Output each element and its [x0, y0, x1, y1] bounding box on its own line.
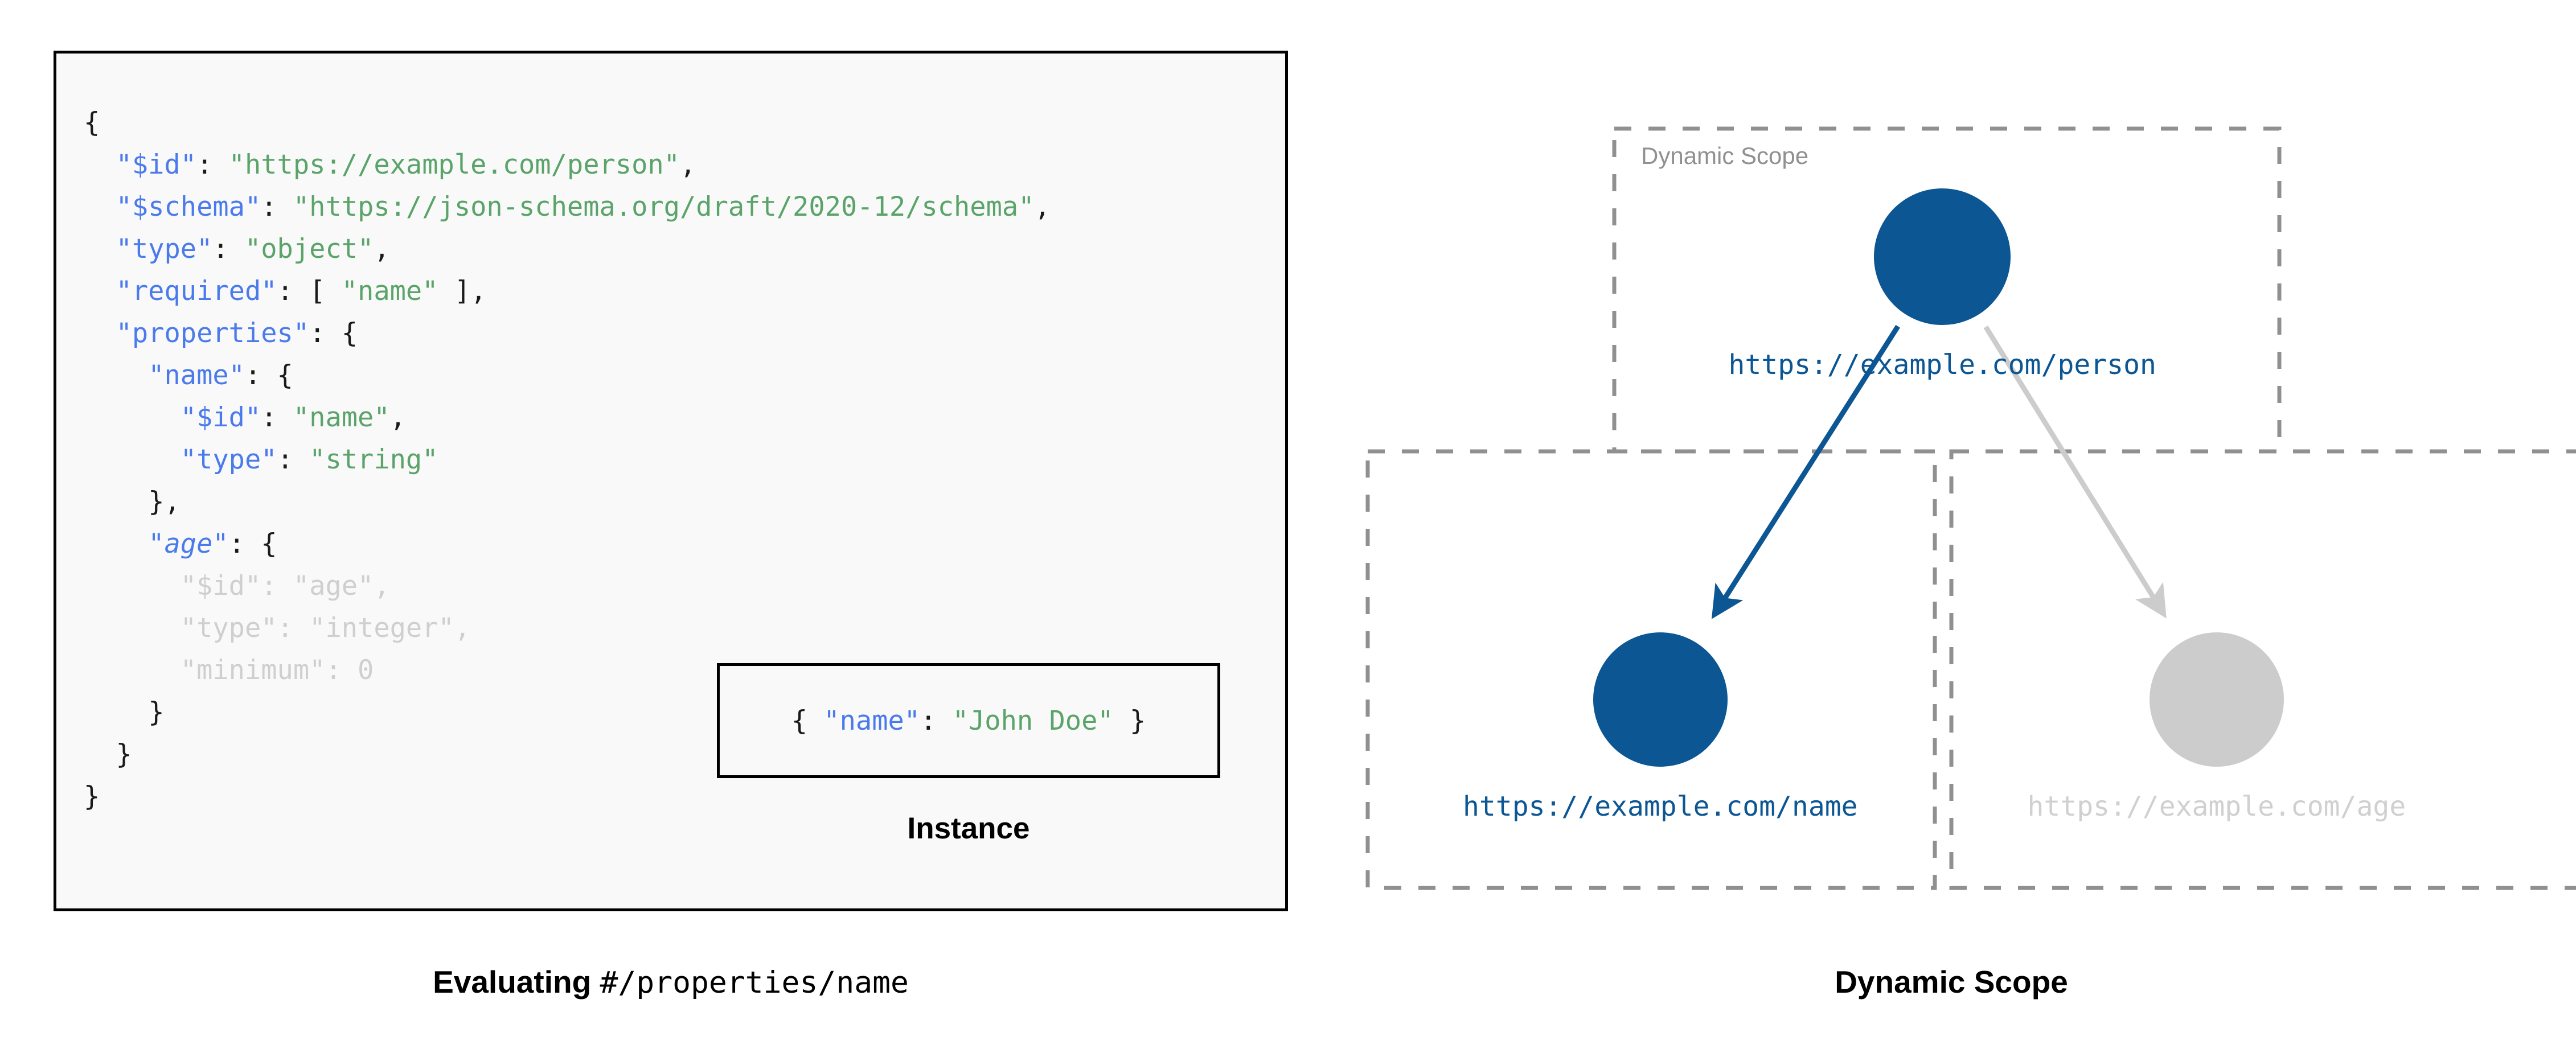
code-line: "required": [ "name" ],	[84, 275, 487, 307]
code-line: }	[84, 697, 164, 728]
code-token: "age"	[148, 528, 229, 560]
code-token: "properties"	[116, 318, 310, 349]
schema-code-block: { "$id": "https://example.com/person", "…	[84, 102, 1051, 818]
code-token: ],	[438, 275, 487, 307]
edge-group	[1711, 324, 2167, 619]
code-line: {	[84, 107, 100, 138]
code-line: "$id": "https://example.com/person",	[84, 149, 696, 180]
code-token: : {	[244, 360, 293, 391]
scope-box-top	[1612, 126, 2282, 454]
node-circle-name	[1593, 632, 1728, 767]
code-token: "name"	[823, 705, 921, 737]
dynamic-scope-diagram: Dynamic Scope https://example.com/person…	[1327, 34, 2576, 968]
code-token: :	[277, 612, 310, 644]
instance-box: { "name": "John Doe" }	[717, 663, 1220, 778]
code-token: "https://json-schema.org/draft/2020-12/s…	[293, 191, 1035, 223]
code-token: :	[277, 444, 310, 475]
code-line: "$schema": "https://json-schema.org/draf…	[84, 191, 1051, 223]
code-token: "name"	[293, 402, 390, 433]
code-token: "minimum"	[180, 655, 326, 686]
node-group	[1593, 188, 2284, 767]
diagram-svg	[1365, 126, 2576, 890]
code-token: "$id"	[180, 570, 261, 602]
edge-person-to-age	[1983, 325, 2167, 619]
scope-box-label: Dynamic Scope	[1641, 142, 1809, 169]
left-caption: Evaluating #/properties/name	[54, 964, 1288, 1000]
left-caption-bold: Evaluating	[433, 964, 600, 999]
code-token: :	[325, 655, 358, 686]
code-token: :	[212, 233, 245, 265]
code-token: : [	[277, 275, 342, 307]
code-line: "age": {	[84, 528, 277, 560]
code-token: ,	[454, 612, 471, 644]
code-token: "type"	[180, 444, 277, 475]
code-token: }	[84, 781, 100, 812]
code-token: },	[148, 486, 181, 517]
code-token: "$id"	[180, 402, 261, 433]
code-token: }	[1113, 705, 1146, 737]
instance-code: { "name": "John Doe" }	[791, 705, 1146, 737]
left-caption-pointer: #/properties/name	[600, 965, 909, 1000]
code-line: }	[84, 781, 100, 812]
node-circle-age	[2150, 632, 2284, 767]
code-token: : {	[228, 528, 277, 560]
right-caption: Dynamic Scope	[1835, 964, 2068, 999]
code-line: "$id": "age",	[84, 570, 390, 602]
code-token: "age"	[293, 570, 374, 602]
code-line: },	[84, 486, 181, 517]
code-token: "John Doe"	[952, 705, 1114, 737]
code-token: ,	[389, 402, 406, 433]
code-token: "string"	[309, 444, 438, 475]
code-line: "type": "integer",	[84, 612, 470, 644]
code-token: :	[261, 570, 293, 602]
code-token: ,	[679, 149, 696, 180]
code-token: "required"	[116, 275, 277, 307]
code-token: "$schema"	[116, 191, 261, 223]
node-label-person: https://example.com/person	[1728, 349, 2156, 381]
code-line: "type": "object",	[84, 233, 390, 265]
code-token: "name"	[341, 275, 438, 307]
code-token: {	[84, 107, 100, 138]
instance-caption: Instance	[907, 812, 1030, 845]
scope-box-left	[1365, 449, 1937, 890]
code-token: ,	[1034, 191, 1051, 223]
code-token: "name"	[148, 360, 245, 391]
code-token: "type"	[180, 612, 277, 644]
code-line: "name": {	[84, 360, 293, 391]
scope-box-group	[1365, 126, 2576, 890]
code-token: 0	[358, 655, 374, 686]
code-token: ,	[374, 570, 390, 602]
code-line: }	[84, 739, 132, 770]
code-token: "$id"	[116, 149, 197, 180]
node-label-age: https://example.com/age	[2027, 791, 2406, 822]
code-token: {	[791, 705, 824, 737]
code-token: : {	[309, 318, 358, 349]
code-token: ,	[374, 233, 390, 265]
schema-code-panel: { "$id": "https://example.com/person", "…	[54, 51, 1288, 911]
edge-person-to-name	[1711, 324, 1900, 619]
code-token: :	[920, 705, 953, 737]
scope-box-right	[1949, 449, 2576, 890]
node-label-name: https://example.com/name	[1463, 791, 1858, 822]
code-token: :	[261, 191, 293, 223]
code-line: "properties": {	[84, 318, 358, 349]
code-token: :	[261, 402, 293, 433]
code-token: "integer"	[309, 612, 454, 644]
code-line: "type": "string"	[84, 444, 438, 475]
code-line: "$id": "name",	[84, 402, 406, 433]
code-line: "minimum": 0	[84, 655, 374, 686]
code-token: }	[148, 697, 165, 728]
node-circle-person	[1874, 188, 2011, 325]
code-token: "object"	[244, 233, 374, 265]
code-token: }	[116, 739, 132, 770]
code-token: "type"	[116, 233, 213, 265]
code-token: "https://example.com/person"	[228, 149, 680, 180]
code-token: :	[196, 149, 229, 180]
